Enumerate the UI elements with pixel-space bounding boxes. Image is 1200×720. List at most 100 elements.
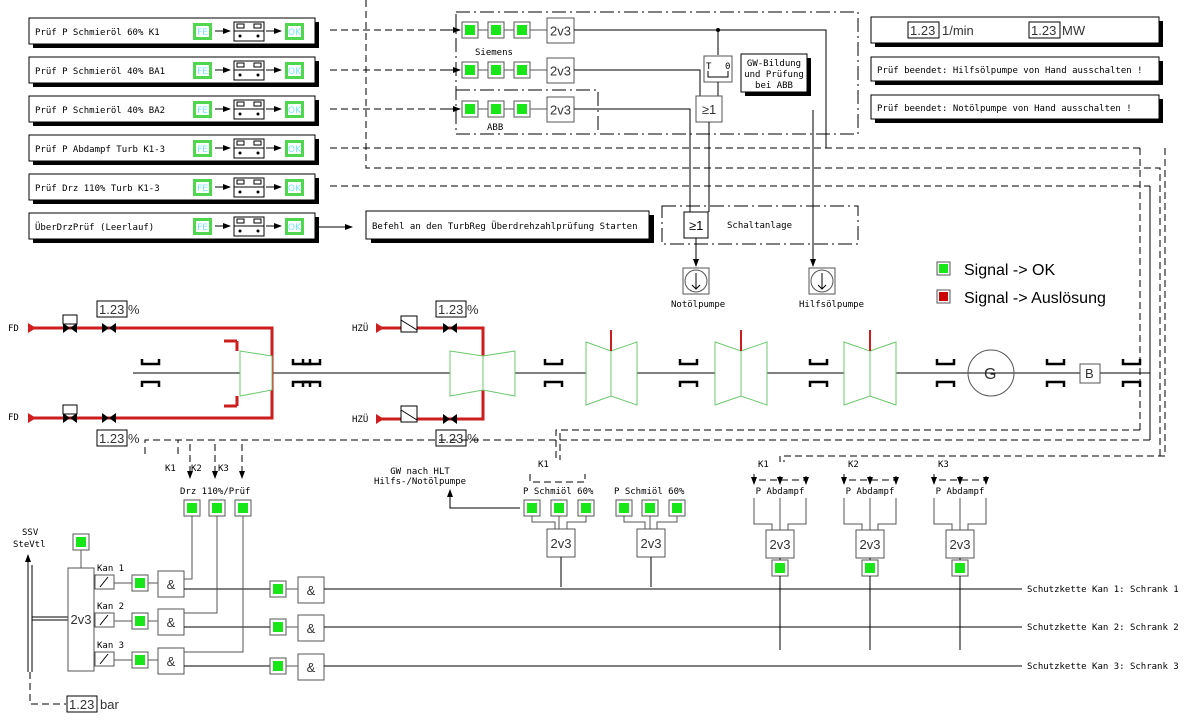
start-test-button[interactable]: FE (193, 140, 212, 157)
selector-slot (253, 23, 262, 29)
feed-line (177, 439, 1150, 457)
selector-slot (253, 62, 262, 68)
start-test-button[interactable]: FE (193, 218, 212, 235)
relay-contact-diagonal (99, 614, 109, 626)
lamp-ok-indicator (955, 563, 965, 573)
selector-slot (236, 62, 245, 68)
lamp-ok-indicator (135, 655, 145, 665)
start-button-face[interactable] (196, 182, 209, 193)
hzu-top-label: HZÜ (352, 323, 368, 334)
message-hilfsoel: Prüf beendet: Hilfsölpumpe von Hand auss… (870, 56, 1163, 85)
ok-label: OK (288, 223, 302, 233)
selector-dot (238, 151, 242, 155)
and-gate-label: & (307, 621, 316, 636)
start-test-button[interactable]: FE (193, 23, 212, 40)
gw-note-line: GW nach HLT (390, 467, 450, 477)
and-gate-label: & (167, 654, 176, 669)
pressure-box (66, 695, 98, 713)
hp-turbine-icon (239, 350, 273, 397)
test-ok-indicator: OK (285, 218, 304, 235)
and-gate (157, 647, 185, 675)
hzu-bottom-label: HZÜ (352, 414, 368, 425)
note-line: GW-Bildung (747, 59, 801, 69)
channel-label: K1 (538, 460, 549, 470)
test-panel-label: Prüf P Schmieröl 40% BA2 (35, 106, 165, 116)
start-button-face[interactable] (196, 104, 209, 115)
start-test-button[interactable]: FE (193, 101, 212, 118)
hilfsoelpumpe-icon (808, 267, 836, 295)
start-button-label: FE (197, 223, 208, 233)
vote-2v3-gate-label: 2v3 (770, 537, 791, 552)
valve-icon (102, 323, 109, 333)
lamp-ok-indicator (273, 622, 283, 632)
message-notoel: Prüf beendet: Notölpumpe von Hand aussch… (870, 94, 1163, 123)
lamp-ok-indicator (273, 584, 283, 594)
connector (184, 516, 244, 653)
selector-slot (253, 140, 262, 146)
sensor-lamp (668, 499, 686, 517)
vote-2v3-gate-label: 2v3 (950, 537, 971, 552)
channel-lamp (131, 612, 149, 630)
kan-label: Kan 1 (97, 564, 124, 574)
start-button-face[interactable] (196, 26, 209, 37)
and-gate (157, 570, 185, 598)
lamp-ok-indicator (517, 65, 527, 75)
stevtl-label: SteVtl (13, 540, 46, 550)
sensor-lamp (523, 499, 541, 517)
selector-slot (236, 140, 245, 146)
valve-readouts: 1.23 % 1.23 % 1.23 % 1.23 % (96, 300, 479, 447)
start-button-label: FE (197, 28, 208, 38)
vote-2v3-gate (546, 96, 575, 123)
start-button-label: FE (197, 145, 208, 155)
lamp-ok-indicator (865, 563, 875, 573)
exciter-icon (1079, 363, 1101, 384)
start-button-face[interactable] (196, 221, 209, 232)
valve-fd-top-unit: % (128, 302, 140, 317)
test-panel-label: ÜberDrzPrüf (Leerlauf) (35, 222, 154, 233)
start-button-face[interactable] (196, 65, 209, 76)
timer-0-label: 0 (725, 62, 730, 72)
selector-switch-icon (233, 21, 265, 42)
lamp-ok-indicator (517, 25, 527, 35)
protection-chain-label: Schutzkette Kan 3: Schrank 3 (1027, 662, 1179, 672)
ok-face (288, 104, 301, 115)
selector-dot (238, 34, 242, 38)
valve-icon (63, 413, 70, 423)
selector-dot (256, 190, 260, 194)
kan-label: Kan 2 (97, 602, 124, 612)
selector-dot (256, 34, 260, 38)
selector-dot (256, 151, 260, 155)
test-panel: ÜberDrzPrüf (Leerlauf) FE OK (28, 212, 319, 243)
abdampf-lamp (951, 559, 969, 577)
connector (566, 516, 587, 529)
start-button-face[interactable] (196, 143, 209, 154)
ok-face (288, 26, 301, 37)
start-test-button[interactable]: FE (193, 179, 212, 196)
selector-dot (256, 229, 260, 233)
selector-slot (253, 101, 262, 107)
ok-label: OK (288, 67, 302, 77)
sensor-group-label: P Schmiöl 60% (614, 487, 685, 497)
main-vote-gate (67, 567, 95, 672)
channel-label: K1 (758, 460, 769, 470)
lamp-ok-indicator (238, 503, 248, 513)
connector (574, 29, 827, 148)
channel-label: K2 (848, 460, 859, 470)
lamp-ok-indicator (212, 503, 222, 513)
turbine-train: FD FD HZÜ HZÜ (8, 314, 1150, 425)
and-gate (297, 614, 325, 642)
start-test-button[interactable]: FE (193, 62, 212, 79)
connector (531, 516, 556, 529)
connector (843, 498, 863, 532)
or-gate-label: ≥1 (702, 102, 716, 117)
vote-2v3-gate-label: 2v3 (641, 536, 662, 551)
abdampf-label: P Abdampf (756, 487, 805, 497)
selector-switch-icon (233, 99, 265, 120)
channel-lamp (131, 651, 149, 669)
selector-slot (253, 218, 262, 224)
test-panel-label: Prüf P Schmieröl 60% K1 (35, 28, 160, 38)
